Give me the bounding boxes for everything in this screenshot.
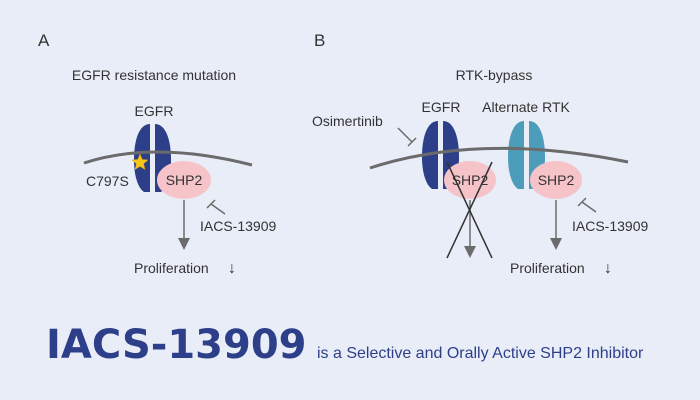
drug-name-heading: IACS-13909	[46, 322, 307, 368]
osimertinib-inhibition-symbol	[397, 127, 417, 147]
alt-rtk-label: Alternate RTK	[482, 99, 570, 115]
osimertinib-label: Osimertinib	[312, 113, 383, 129]
egfr-label-b: EGFR	[422, 99, 461, 115]
proliferation-label-b: Proliferation	[510, 260, 585, 276]
alt-rtk-receptor-left	[508, 121, 524, 189]
cell-membrane-a	[83, 150, 253, 167]
drug-tagline: is a Selective and Orally Active SHP2 In…	[316, 345, 644, 362]
mutation-label: C797S	[86, 173, 129, 189]
panel-b: B RTK-bypass Osimertinib EGFR Alternate …	[312, 31, 648, 277]
egfr-label-a: EGFR	[135, 103, 174, 119]
inhibition-symbol-b	[577, 197, 597, 213]
panel-a-title: EGFR resistance mutation	[72, 67, 236, 83]
egfr-receptor-left-a	[134, 124, 150, 192]
decrease-arrow-a: ↓	[228, 260, 236, 277]
panel-a-letter: A	[38, 31, 50, 50]
blocked-pathway-cross-icon	[446, 161, 493, 259]
cell-membrane-b	[369, 146, 629, 170]
mutation-star-icon	[131, 153, 149, 171]
panel-b-letter: B	[314, 31, 325, 50]
shp2-label-a: SHP2	[166, 172, 203, 188]
panel-a: A EGFR resistance mutation EGFR C797S SH…	[38, 31, 276, 277]
inhibitor-label-b: IACS-13909	[572, 218, 648, 234]
proliferation-label-a: Proliferation	[134, 260, 209, 276]
shp2-node-a	[157, 161, 211, 199]
shp2-label-b: SHP2	[538, 172, 575, 188]
inhibitor-label-a: IACS-13909	[200, 218, 276, 234]
shp2-node-blocked	[444, 161, 496, 199]
shp2-node-b	[530, 161, 582, 199]
shp2-label-blocked: SHP2	[452, 172, 489, 188]
mechanism-diagram: A EGFR resistance mutation EGFR C797S SH…	[38, 31, 648, 277]
decrease-arrow-b: ↓	[604, 260, 612, 277]
panel-b-title: RTK-bypass	[456, 67, 533, 83]
inhibition-symbol-a	[206, 199, 226, 215]
footer-banner: IACS-13909 is a Selective and Orally Act…	[46, 322, 686, 368]
